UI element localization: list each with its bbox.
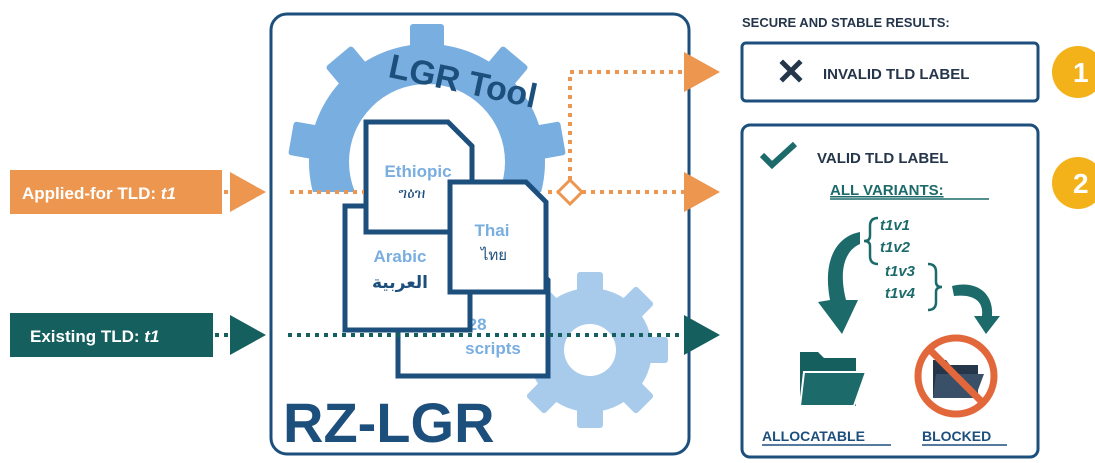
all-variants-heading: ALL VARIANTS:: [830, 182, 944, 199]
thai-document: [447, 179, 549, 295]
allocatable-folder-icon: [798, 352, 868, 407]
results-heading: SECURE AND STABLE RESULTS:: [742, 15, 950, 30]
variant-3: t1v3: [885, 263, 916, 280]
applied-flow: [224, 52, 720, 212]
arabic-script-sample: العربية: [372, 273, 428, 293]
allocatable-variants-brace: [863, 216, 879, 266]
ethiopic-script-sample: ግዕዝ: [399, 184, 426, 202]
blocked-variants-brace: [927, 262, 943, 312]
existing-tld-input: Existing TLD: t1: [10, 313, 213, 357]
result-1-badge: [1052, 46, 1095, 98]
svg-text:Existing TLD: t1: Existing TLD: t1: [30, 327, 159, 346]
applied-for-tld-input: Applied-for TLD: t1: [10, 170, 222, 214]
x-icon: [779, 59, 803, 83]
result-1-number: 1: [1073, 57, 1089, 88]
allocatable-label: ALLOCATABLE: [762, 428, 865, 444]
documents-stack: ...28 scripts Arabic العربية Ethiopic ግዕ…: [342, 119, 551, 379]
applied-variable: t1: [161, 184, 176, 203]
valid-label: VALID TLD LABEL: [817, 150, 948, 167]
invalid-label: INVALID TLD LABEL: [823, 66, 969, 83]
applied-label: Applied-for TLD:: [22, 184, 161, 203]
existing-label: Existing TLD:: [30, 327, 144, 346]
blocked-label: BLOCKED: [922, 428, 991, 444]
existing-variable: t1: [144, 327, 159, 346]
more-scripts-label: scripts: [465, 339, 521, 358]
blocked-folder-icon: [914, 334, 998, 418]
rz-lgr-title: RZ-LGR: [283, 391, 495, 454]
thai-script-sample: ไทย: [480, 246, 507, 264]
variant-4: t1v4: [885, 285, 916, 302]
svg-text:Applied-for TLD: t1: Applied-for TLD: t1: [22, 184, 176, 203]
blocked-curved-arrow-icon: [952, 284, 1000, 334]
invalid-branch-arrow: [568, 52, 720, 180]
thai-script-name: Thai: [475, 221, 510, 240]
invalid-result-box: [740, 41, 1040, 103]
decision-diamond: [555, 177, 585, 207]
arabic-script-name: Arabic: [374, 247, 427, 266]
ethiopic-script-name: Ethiopic: [384, 162, 451, 181]
check-icon: [759, 141, 798, 170]
result-2-badge: [1052, 157, 1095, 209]
variant-1: t1v1: [880, 217, 910, 234]
variant-2: t1v2: [880, 239, 911, 256]
result-2-number: 2: [1073, 168, 1089, 199]
allocatable-curved-arrow-icon: [818, 232, 860, 334]
